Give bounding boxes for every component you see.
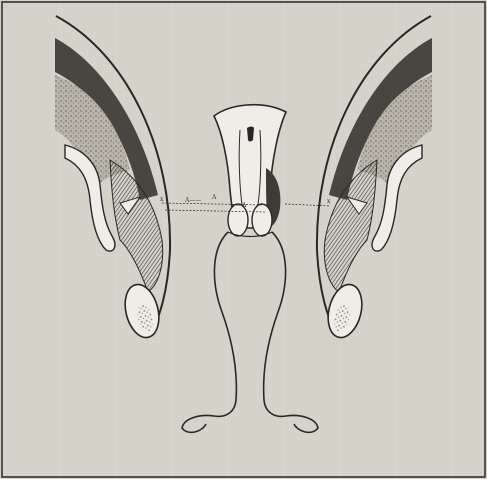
center-right-lobe	[252, 204, 272, 236]
center-dark-opening	[247, 127, 254, 142]
label-a-right-dashes: ——A	[230, 202, 247, 209]
label-a-left-dashes: A——	[184, 197, 201, 204]
label-a-center: A	[211, 194, 217, 201]
